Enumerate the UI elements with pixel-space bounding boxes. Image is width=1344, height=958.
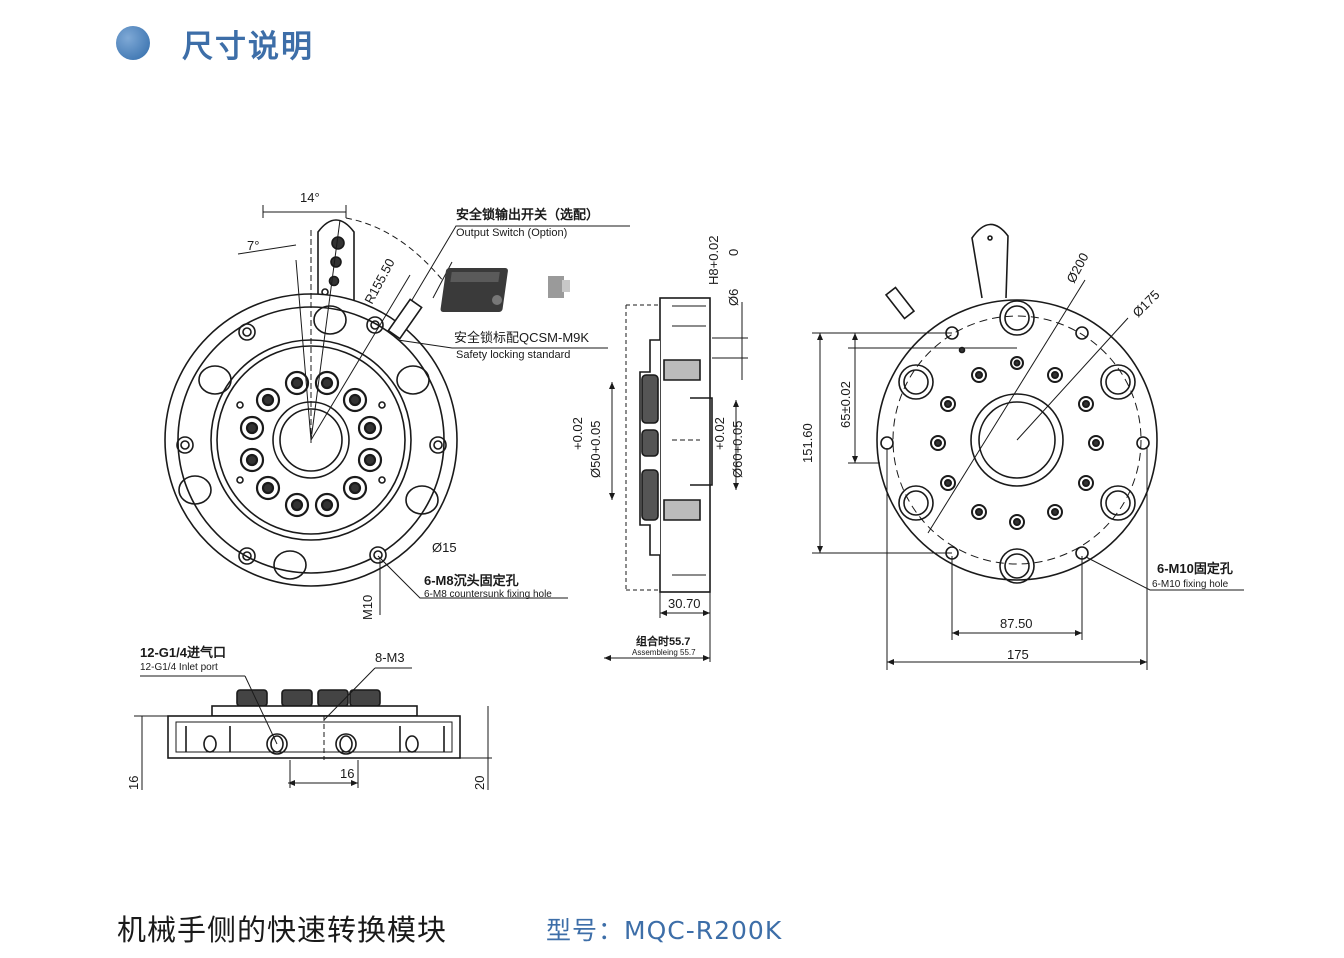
m10-label: M10 [360,595,375,620]
technical-drawing: 14° 7° R155.50 安全锁输出开关（选配） Output Switch… [126,190,1244,790]
d50a-label: +0.02 [570,417,585,450]
d60a-label: +0.02 [712,417,727,450]
product-caption: 机械手侧的快速转换模块 [117,913,448,947]
m8-en-label: 6-M8 countersunk fixing hole [424,589,552,600]
h65-label: 65±0.02 [838,381,853,428]
h8-label: H8+0.02 [706,235,721,285]
d60b-label: Ø60+0.05 [730,421,745,478]
m8-cn-label: 6-M8沉头固定孔 [424,573,519,588]
lock-cn-label: 安全锁标配QCSM-M9K [454,330,589,345]
d200-label: Ø200 [1063,250,1091,285]
w175-label: 175 [1007,647,1029,662]
s20-label: 20 [472,776,487,790]
switch-en-label: Output Switch (Option) [456,227,567,239]
w3070-label: 30.70 [668,596,701,611]
front-view [164,205,630,615]
assembly-en-label: Assembleing 55.7 [632,648,696,657]
model-number: 型号：MQC-R200K [546,916,783,945]
d6-label: Ø6 [726,289,741,306]
lock-en-label: Safety locking standard [456,349,570,361]
drawing-labels: 14° 7° R155.50 安全锁输出开关（选配） Output Switch… [126,190,1233,790]
bottom-elevation-view [134,667,492,790]
m10-en-label: 6-M10 fixing hole [1152,579,1229,590]
d50b-label: Ø50+0.05 [588,421,603,478]
h15160-label: 151.60 [800,423,815,463]
blue-dot-icon [116,26,150,60]
m10-cn-label: 6-M10固定孔 [1157,561,1233,576]
footer: 机械手侧的快速转换模块 型号：MQC-R200K [0,905,1344,955]
side-section-view [604,297,748,662]
section-header: 尺寸说明 [116,18,314,68]
back-view [812,223,1244,670]
d175-label: Ø175 [1130,287,1163,320]
assembly-cn-label: 组合时55.7 [636,634,690,648]
section-title: 尺寸说明 [182,28,314,65]
s16a-label: 16 [126,776,141,790]
d15-label: Ø15 [432,540,457,555]
switch-cn-label: 安全锁输出开关（选配） [456,207,599,222]
angle-7-label: 7° [247,238,259,253]
inlet-cn-label: 12-G1/4进气口 [140,645,226,660]
angle-14-label: 14° [300,190,320,205]
h8b-label: 0 [726,249,741,256]
s16b-label: 16 [340,766,354,781]
r155-label: R155.50 [361,256,397,306]
w8750-label: 87.50 [1000,616,1033,631]
m3-label: 8-M3 [375,650,405,665]
safety-lock-image [440,268,570,312]
inlet-en-label: 12-G1/4 Inlet port [140,662,218,673]
